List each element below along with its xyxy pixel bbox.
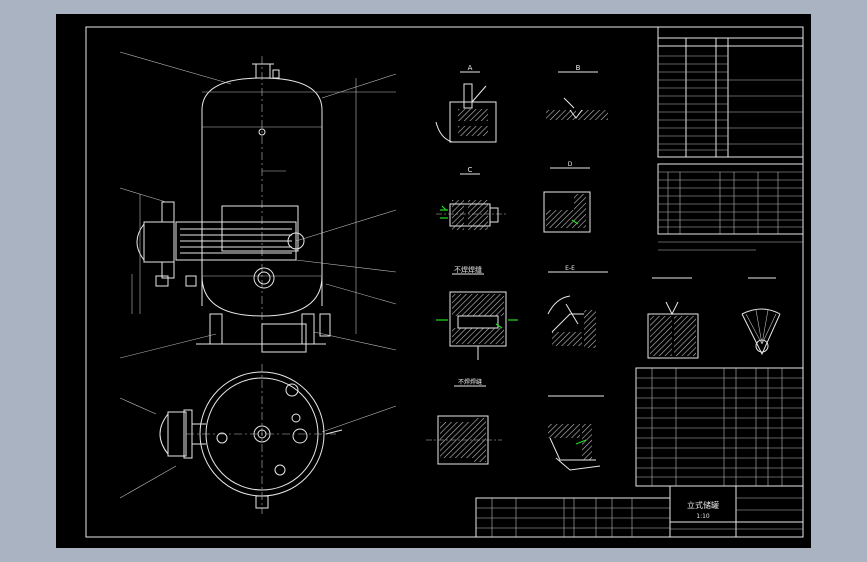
bottom-parts-list bbox=[475, 497, 671, 538]
detail-h bbox=[647, 301, 699, 359]
detail-unspecified-weld bbox=[436, 291, 518, 360]
detail-c bbox=[436, 200, 506, 230]
leader-lines bbox=[119, 51, 397, 499]
green-markers bbox=[441, 205, 579, 329]
inner-border bbox=[85, 26, 804, 538]
label-sec-e: E-E bbox=[565, 265, 575, 272]
detail-a bbox=[435, 83, 497, 143]
detail-f bbox=[426, 415, 502, 465]
label-sec-b: B bbox=[576, 64, 581, 72]
nozzle-table bbox=[657, 163, 804, 235]
title-block bbox=[669, 485, 804, 538]
title-block-name: 立式储罐 bbox=[687, 500, 719, 510]
detail-e bbox=[547, 295, 596, 348]
label-unspecified-weld: 不焊焊缝 bbox=[454, 265, 482, 274]
parts-list bbox=[635, 367, 804, 487]
detail-b bbox=[546, 97, 608, 120]
label-sec-c: C bbox=[468, 166, 473, 174]
detail-i bbox=[741, 308, 781, 356]
cad-drawing[interactable]: A B C D 不焊焊缝 bbox=[56, 14, 811, 548]
detail-g bbox=[548, 424, 601, 471]
label-sec-a: A bbox=[468, 64, 473, 72]
technical-spec-table bbox=[657, 26, 804, 158]
label-sec-d: D bbox=[568, 161, 573, 168]
drawing-sheet: A B C D 不焊焊缝 bbox=[56, 14, 811, 548]
label-sec-f: 不焊焊缝 bbox=[458, 378, 482, 386]
vessel-elevation bbox=[131, 56, 396, 353]
vessel-plan bbox=[159, 364, 343, 514]
detail-d bbox=[543, 191, 591, 233]
title-block-scale: 1:10 bbox=[696, 513, 710, 520]
